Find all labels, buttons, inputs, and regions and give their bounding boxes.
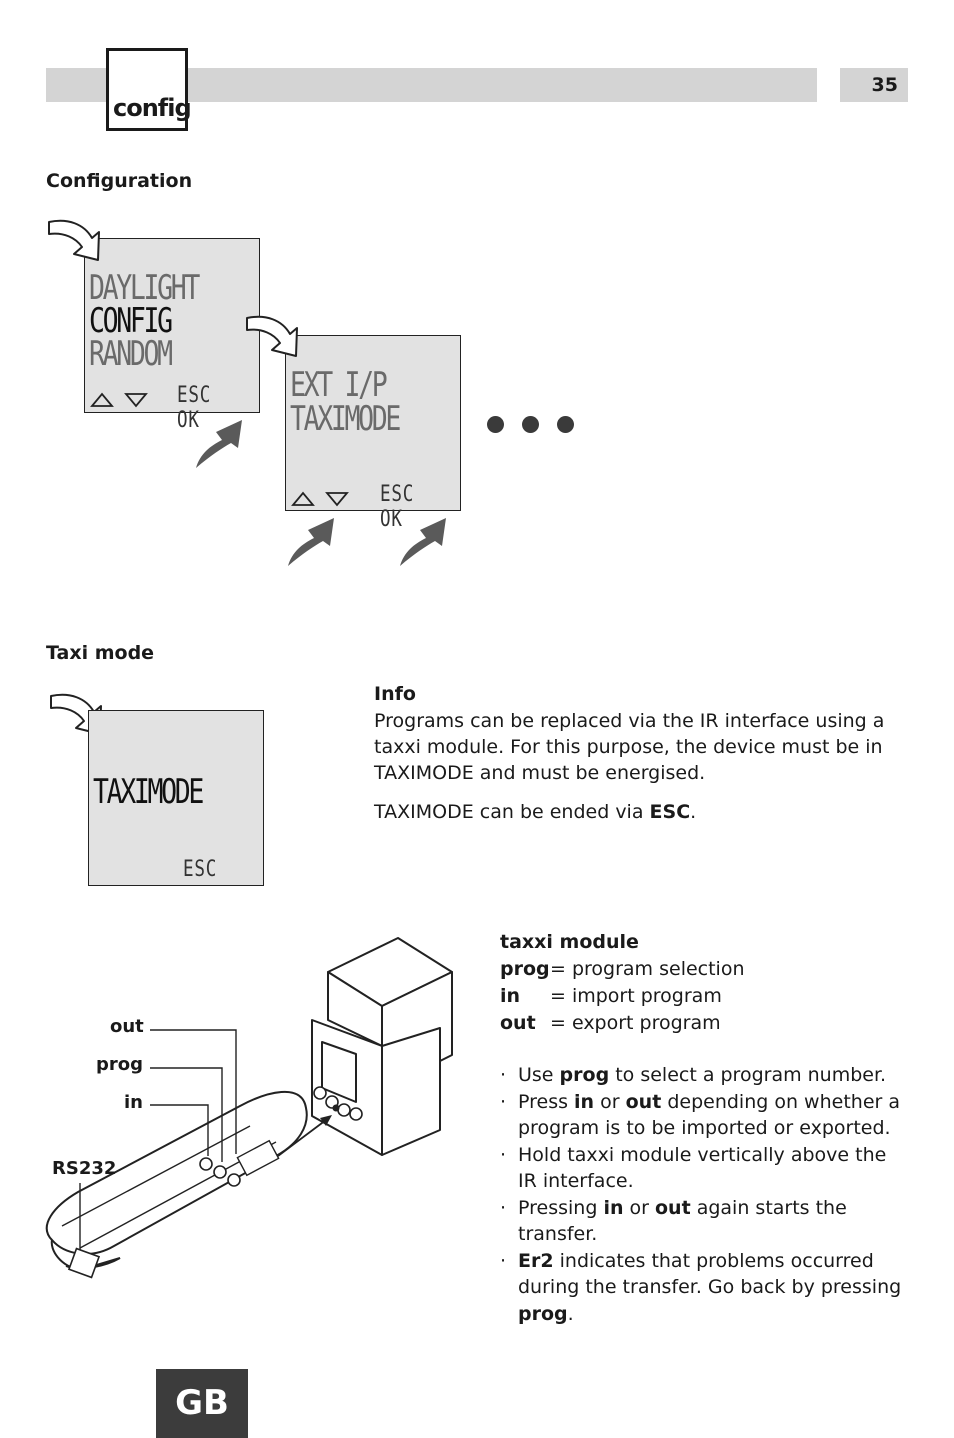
section-title-taxi-mode: Taxi mode [46, 642, 155, 664]
lcd-line-taximode: TAXIMODE [290, 399, 401, 439]
lcd-key-esc: ESC [380, 482, 415, 507]
up-down-arrows-icon [291, 491, 349, 507]
language-tab: GB [156, 1369, 248, 1438]
ellipsis-dot [557, 416, 574, 433]
ellipsis-dot [487, 416, 504, 433]
lcd-screen-taximode: TAXIMODE ESC [88, 710, 264, 886]
key-row-out: out= export program [500, 1012, 721, 1034]
lcd-line-config: CONFIG [89, 301, 173, 341]
lcd-key-ok: OK [177, 408, 200, 433]
taxxi-module-illustration [45, 937, 453, 1279]
curved-arrow-in-icon [48, 219, 100, 261]
instruction-item: Press in or out depending on whether a p… [500, 1089, 910, 1142]
label-out: out [110, 1016, 144, 1037]
ellipsis-dot [522, 416, 539, 433]
lcd-line-random: RANDOM [89, 334, 173, 374]
lcd-screen-config-menu: DAYLIGHT CONFIG RANDOM ESC OK [84, 238, 260, 433]
label-in: in [124, 1092, 143, 1113]
info-paragraph: Programs can be replaced via the IR inte… [374, 710, 885, 784]
esc-key-label: ESC [649, 801, 691, 823]
info-title: Info [374, 683, 416, 705]
instruction-item: Use prog to select a program number. [500, 1062, 910, 1089]
lcd-line-ext-ip: EXT I/P [290, 365, 388, 405]
page-number: 35 [840, 68, 908, 102]
press-arrow-icon [288, 518, 334, 566]
key-row-in: in= import program [500, 985, 722, 1007]
label-prog: prog [96, 1054, 144, 1075]
lcd-line-taximode: TAXIMODE [93, 772, 204, 812]
instruction-item: Pressing in or out again starts the tran… [500, 1195, 910, 1248]
config-tab: config [106, 48, 192, 131]
instruction-list: Use prog to select a program number. Pre… [500, 1062, 910, 1327]
press-arrow-icon [400, 518, 446, 566]
lcd-screen-taximode-menu: EXT I/P TAXIMODE ESC OK [285, 335, 461, 532]
lcd-line-daylight: DAYLIGHT [89, 268, 200, 308]
press-arrow-icon [196, 420, 242, 468]
section-title-configuration: Configuration [46, 170, 193, 192]
module-key-list: prog= program selection in= import progr… [500, 956, 745, 1037]
curved-arrow-in-icon [246, 315, 298, 357]
instruction-item: Er2 indicates that problems occurred dur… [500, 1248, 910, 1328]
lcd-key-ok: OK [380, 507, 403, 532]
taximode-end-text: TAXIMODE can be ended via ESC. [374, 801, 697, 823]
config-tab-label: config [113, 94, 192, 122]
lcd-key-esc: ESC [183, 857, 218, 882]
up-down-arrows-icon [90, 392, 148, 408]
key-row-prog: prog= program selection [500, 958, 745, 980]
lcd-key-esc: ESC [177, 383, 212, 408]
instruction-item: Hold taxxi module vertically above the I… [500, 1142, 910, 1195]
label-rs232: RS232 [52, 1158, 117, 1179]
module-title: taxxi module [500, 931, 639, 953]
